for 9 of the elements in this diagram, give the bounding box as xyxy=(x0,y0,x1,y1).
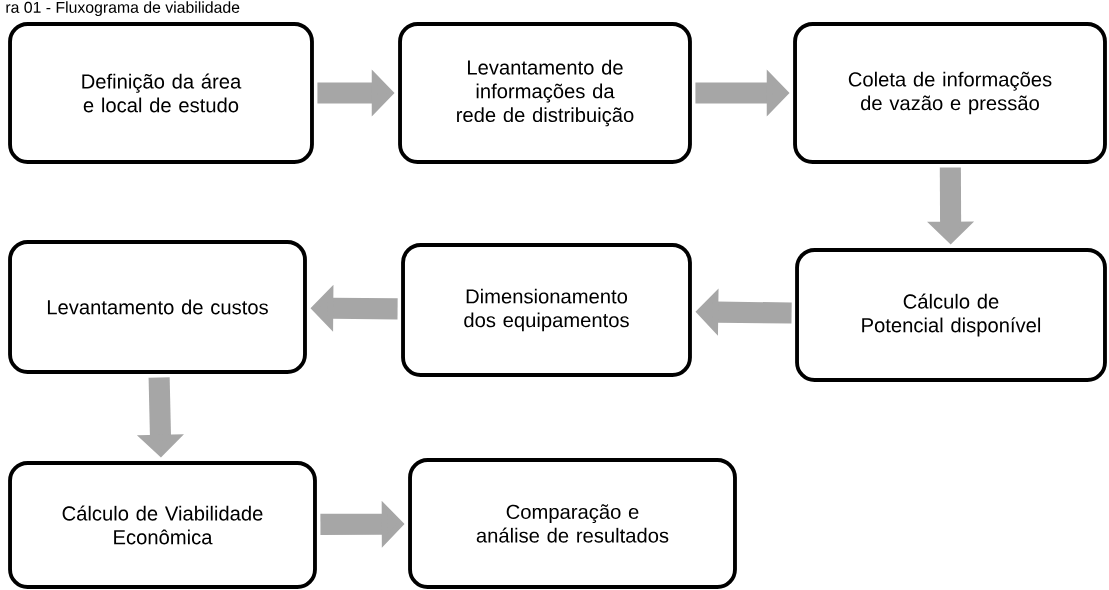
process-box: Levantamento de custos xyxy=(8,240,307,374)
process-box: Dimensionamento dos equipamentos xyxy=(401,243,692,377)
process-box: Coleta de informações de vazão e pressão xyxy=(793,22,1107,164)
process-box: Comparação e análise de resultados xyxy=(408,458,737,589)
process-box: Cálculo de Potencial disponível xyxy=(795,248,1107,382)
figure-title: ra 01 - Fluxograma de viabilidade xyxy=(6,1,240,17)
process-box: Cálculo de Viabilidade Econômica xyxy=(8,461,317,589)
process-box: Definição da área e local de estudo xyxy=(8,22,314,164)
process-box: Levantamento de informações da rede de distribuição xyxy=(398,22,692,164)
